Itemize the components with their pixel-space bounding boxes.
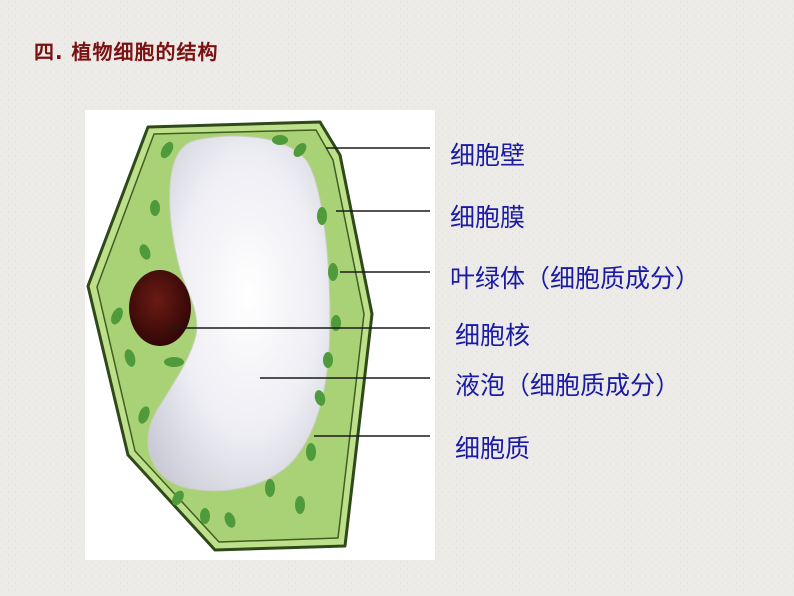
vacuole xyxy=(147,135,331,492)
chloroplasts xyxy=(111,135,341,528)
nucleus xyxy=(129,270,191,346)
label-cell-wall: 细胞壁 xyxy=(450,141,526,170)
label-nucleus: 细胞核 xyxy=(455,321,531,350)
label-cytoplasm: 细胞质 xyxy=(455,434,531,463)
label-cell-membrane: 细胞膜 xyxy=(450,203,526,232)
label-chloroplast: 叶绿体（细胞质成分） xyxy=(450,264,701,293)
label-vacuole: 液泡（细胞质成分） xyxy=(455,371,681,400)
slide-title: 四. 植物细胞的结构 xyxy=(34,40,219,64)
